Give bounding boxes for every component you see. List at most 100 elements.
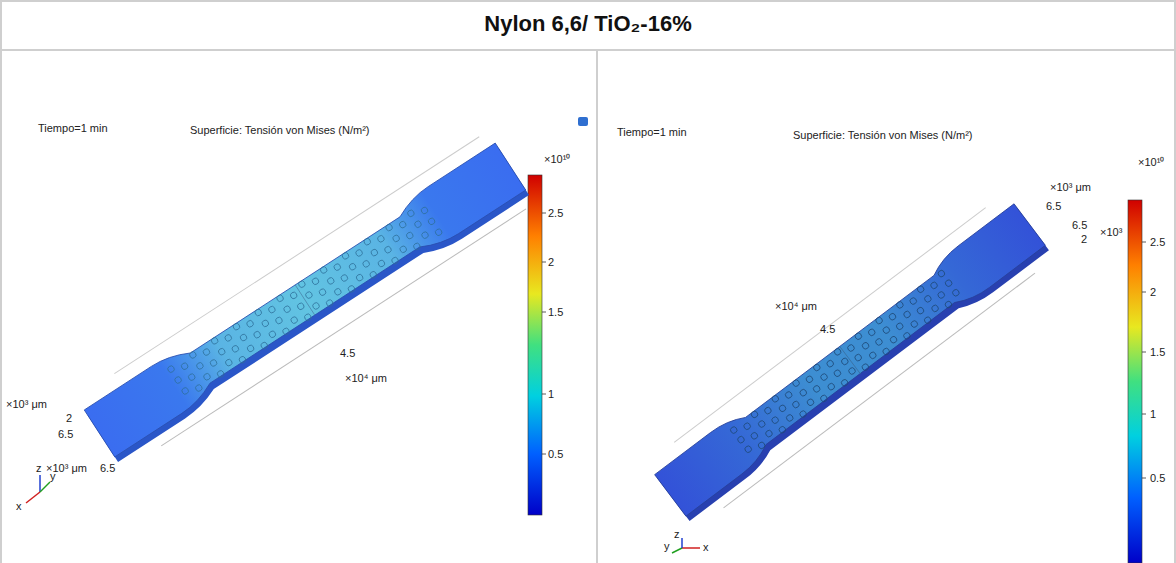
particle-dot	[210, 336, 219, 345]
particle-dot	[238, 355, 247, 364]
dimension-unit: ×10³ μm	[6, 398, 47, 411]
tick-value: 0.5	[548, 448, 563, 461]
particle-dot	[812, 384, 821, 393]
particle-dot	[289, 291, 298, 300]
particle-dot	[923, 294, 932, 303]
particle-dot	[819, 394, 828, 403]
particle-dot	[854, 353, 863, 362]
dimension-unit: ×10⁴ μm	[345, 372, 387, 385]
particle-dot	[187, 373, 196, 382]
particle-dot	[209, 359, 218, 368]
particle-dot	[392, 234, 401, 243]
particle-dot	[820, 373, 829, 382]
particle-dot	[792, 379, 801, 388]
particle-dot	[369, 270, 378, 279]
time-label: Tiempo=1 min	[617, 126, 687, 139]
particle-dot	[868, 351, 877, 360]
particle-dot	[434, 228, 443, 237]
axis-label: x	[703, 541, 709, 554]
particle-dot	[937, 291, 946, 300]
particle-dot	[174, 376, 183, 385]
tick-value: 2	[548, 256, 554, 269]
particle-dot	[937, 269, 946, 278]
particle-dot	[414, 220, 423, 229]
particle-dot	[303, 313, 312, 322]
particle-dot	[778, 425, 787, 434]
particle-dot	[362, 259, 371, 268]
particle-dot	[888, 312, 897, 321]
particle-dot	[806, 398, 815, 407]
particle-dot	[882, 347, 891, 356]
dimension: 2	[1081, 233, 1087, 246]
particle-dot	[188, 351, 197, 360]
particle-dot	[305, 291, 314, 300]
particle-dot	[750, 410, 759, 419]
dimension: 6.5	[100, 462, 115, 475]
particle-dot	[246, 319, 255, 328]
tick-value: 0.5	[1150, 472, 1165, 485]
particle-dot	[944, 300, 953, 309]
particle-dot	[326, 276, 335, 285]
particle-dot	[194, 384, 203, 393]
axis-label: x	[16, 500, 22, 513]
particle-dot	[833, 347, 842, 356]
particle-dot	[848, 367, 857, 376]
particle-dot	[216, 369, 225, 378]
dimension: 6.5	[1046, 200, 1061, 213]
particle-dot	[325, 299, 334, 308]
particle-dot	[181, 386, 190, 395]
particle-dot	[180, 362, 189, 371]
axis-label: z	[674, 528, 680, 541]
tick-value: 1	[1150, 408, 1156, 421]
plot-title: Superficie: Tensión von Mises (N/m²)	[190, 124, 370, 137]
tick-value: 2.5	[1150, 236, 1165, 249]
particle-dot	[348, 262, 357, 271]
tick-value: 2.5	[548, 207, 563, 220]
particle-dot	[895, 322, 904, 331]
particle-dot	[391, 256, 400, 265]
particle-dot	[923, 316, 932, 325]
particle-dot	[318, 288, 327, 297]
axis-label: z	[36, 462, 42, 475]
particle-dot	[854, 332, 863, 341]
particle-dot	[930, 281, 939, 290]
particle-dot	[916, 306, 925, 315]
particle-dot	[276, 294, 285, 303]
particle-dot	[232, 322, 241, 331]
particle-dot	[217, 347, 226, 356]
plot-title: Superficie: Tensión von Mises (N/m²)	[793, 129, 973, 142]
particle-dot	[420, 206, 429, 215]
particle-dot	[757, 441, 766, 450]
dimension-unit: ×10³	[1100, 226, 1122, 239]
particle-dot	[398, 220, 407, 229]
dimension-unit: ×10⁴ μm	[775, 300, 817, 313]
particle-dot	[267, 305, 276, 314]
particle-dot	[341, 251, 350, 260]
scale-factor: ×10¹⁰	[544, 153, 570, 166]
particle-dot	[846, 344, 855, 353]
particle-dot	[944, 279, 953, 288]
particle-dot	[239, 333, 248, 342]
particle-dot	[399, 245, 408, 254]
particle-dot	[750, 431, 759, 440]
particle-dot	[903, 310, 912, 319]
particle-dot	[385, 223, 394, 232]
particle-dot	[799, 410, 808, 419]
particle-dot	[889, 335, 898, 344]
particle-dot	[355, 249, 364, 258]
particle-dot	[355, 273, 364, 282]
particle-dot	[826, 359, 835, 368]
particle-dot	[778, 404, 787, 413]
particle-dot	[840, 357, 849, 366]
dimension: 2	[66, 412, 72, 425]
particle-dot	[224, 333, 233, 342]
particle-dot	[275, 316, 284, 325]
particle-dot	[743, 422, 752, 431]
particle-dot	[902, 331, 911, 340]
particle-dot	[377, 259, 386, 268]
particle-dot	[951, 288, 960, 297]
dimension: 6.5	[58, 428, 73, 441]
particle-dot	[827, 382, 836, 391]
particle-dot	[282, 327, 291, 336]
